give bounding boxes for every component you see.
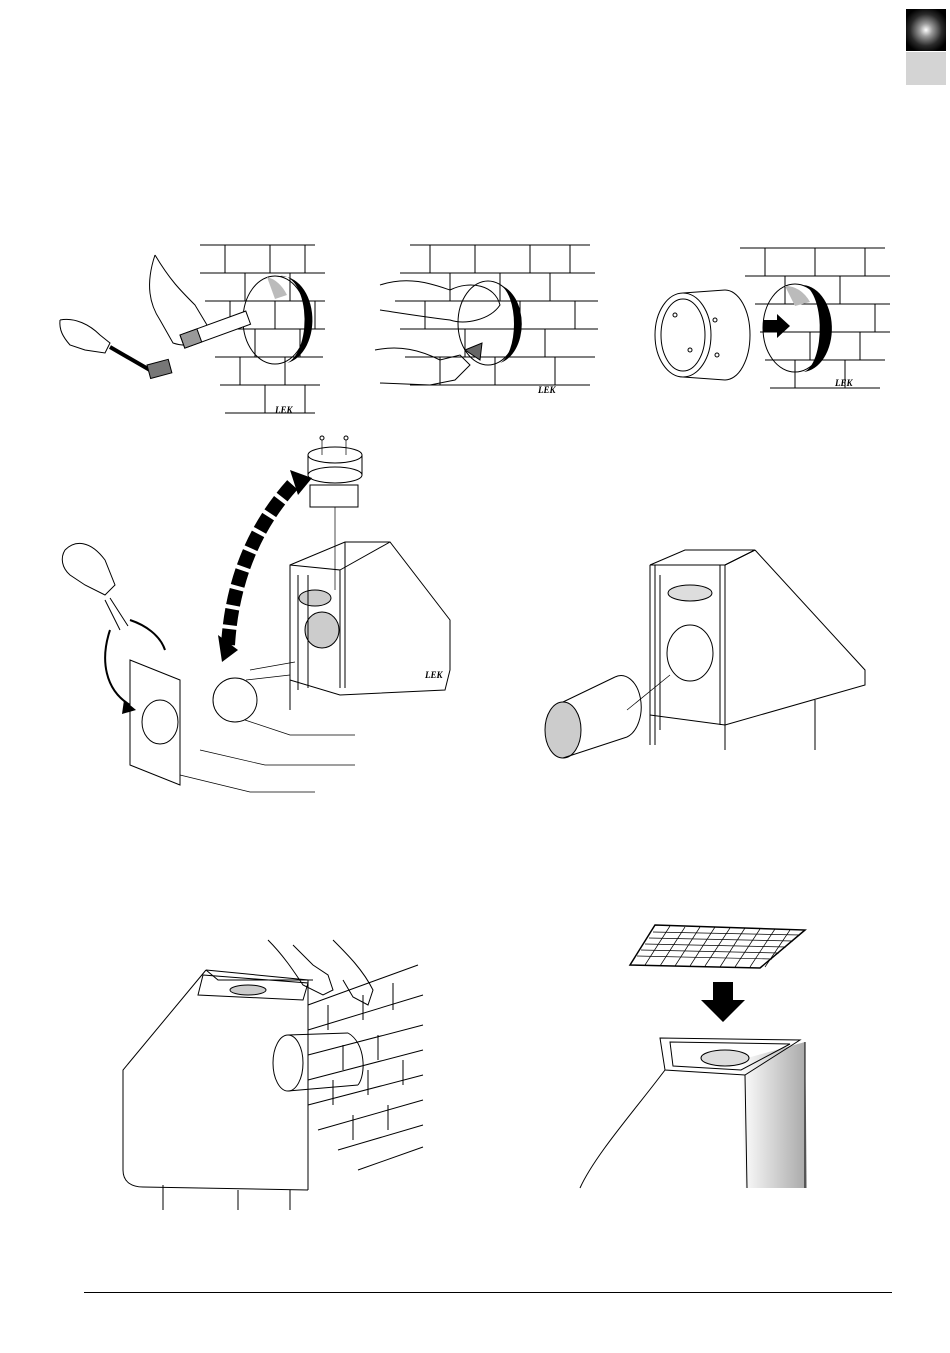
flue-collar-icon — [308, 436, 362, 590]
gasket-plate-icon — [130, 660, 295, 785]
brand-mark: LEK — [834, 378, 854, 388]
chapter-tab-dark — [906, 9, 946, 51]
wall-hammer-chisel-figure: LEK — [55, 235, 335, 430]
arrow-down-icon — [701, 982, 745, 1022]
trowel-hand-icon — [375, 281, 500, 385]
wall-trowel-figure: LEK — [370, 235, 605, 405]
stove-wall-figure — [118, 935, 428, 1215]
stove-body-icon — [580, 1038, 807, 1188]
stove-grate-figure — [575, 920, 810, 1190]
wall-hole-icon — [458, 281, 522, 365]
grate-icon — [630, 925, 805, 968]
hammer-hand-icon — [60, 319, 172, 378]
sleeve-ring-icon — [655, 290, 750, 380]
stove-body-icon: LEK — [290, 542, 450, 710]
wall-sleeve-figure: LEK — [645, 240, 895, 405]
footer-rule — [84, 1292, 892, 1293]
hands-icon — [268, 940, 373, 1005]
brick-wall-icon — [395, 245, 598, 385]
chisel-hand-icon — [150, 255, 251, 348]
pliers-hand-icon — [62, 543, 165, 714]
stove-body-icon — [650, 550, 865, 750]
brand-mark: LEK — [274, 405, 294, 415]
stove-pipe-figure — [545, 545, 870, 770]
callout-lines-icon — [180, 720, 355, 792]
brick-wall-icon — [308, 965, 423, 1170]
pipe-icon — [273, 1033, 363, 1091]
arrow-right-icon — [763, 314, 790, 338]
wall-hole-icon — [243, 276, 312, 364]
stove-exploded-figure: LEK — [50, 430, 460, 800]
brand-mark: LEK — [537, 385, 557, 395]
pipe-icon — [545, 675, 670, 758]
chapter-tab-light — [906, 52, 946, 85]
brand-mark: LEK — [424, 670, 444, 680]
